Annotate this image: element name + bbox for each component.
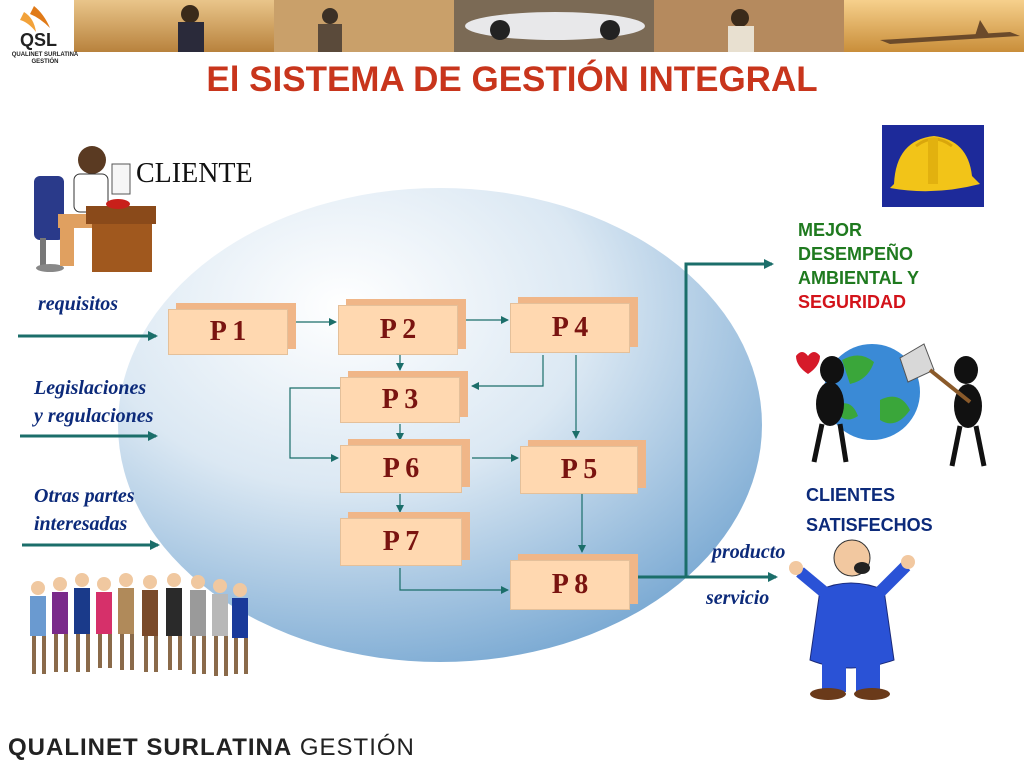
- footer-brand: QUALINET SURLATINA GESTIÓN: [8, 734, 415, 762]
- arrow-loop-p3-p6: [289, 387, 340, 462]
- banner-photos: [0, 0, 1024, 52]
- otras-partes-line2: interesadas: [34, 513, 128, 535]
- process-box-p5: P 5: [520, 446, 638, 494]
- otras-partes-label: Otras partes interesadas: [34, 482, 135, 538]
- phone-client-clipart: [34, 146, 156, 272]
- footer-brand-suffix: GESTIÓN: [299, 734, 415, 761]
- servicio-label: servicio: [706, 587, 770, 609]
- clientes-satisfechos-label: CLIENTES SATISFECHOS: [806, 480, 933, 540]
- footer-brand-bold: QUALINET SURLATINA: [8, 734, 293, 761]
- requisitos-label: requisitos: [38, 293, 119, 315]
- earth-cleaning-clipart: [796, 343, 987, 467]
- process-box-p1: P 1: [168, 309, 288, 355]
- process-box-p7: P 7: [340, 518, 462, 566]
- process-box-p3: P 3: [340, 377, 460, 423]
- mejor-line2: DESEMPEÑO: [798, 244, 914, 264]
- mejor-line1: MEJOR: [798, 220, 863, 240]
- clientes-line1: CLIENTES: [806, 485, 896, 505]
- footer: [0, 724, 1024, 768]
- process-ellipse: [118, 188, 762, 662]
- process-box-p6: P 6: [340, 445, 462, 493]
- arrow-p4-p3: [471, 355, 544, 390]
- people-group-clipart: [30, 573, 248, 676]
- process-box-p8: P 8: [510, 560, 630, 610]
- producto-label: producto: [712, 541, 786, 563]
- arrow-p7-p8: [399, 568, 509, 594]
- arrow-output-desempeno: [684, 259, 774, 577]
- header-banner: [0, 0, 1024, 52]
- process-box-p4: P 4: [510, 303, 630, 353]
- legislaciones-line2: y regulaciones: [34, 405, 154, 427]
- clientes-line2: SATISFECHOS: [806, 515, 933, 535]
- mejor-line3: AMBIENTAL Y: [798, 268, 920, 288]
- otras-partes-line1: Otras partes: [34, 485, 135, 507]
- cliente-label: CLIENTE: [136, 158, 253, 189]
- legislaciones-label: Legislaciones y regulaciones: [34, 374, 153, 430]
- process-box-p2: P 2: [338, 305, 458, 355]
- hardhat-icon: [882, 125, 984, 207]
- seguridad-label: SEGURIDAD: [798, 292, 907, 312]
- mejor-desempeno-label: MEJOR DESEMPEÑO AMBIENTAL Y SEGURIDAD: [798, 218, 919, 314]
- logo-text: QSL: [20, 30, 58, 50]
- happy-client-clipart: [789, 539, 915, 700]
- qsl-logo: QSL QUALINET SURLATINA GESTIÓN: [6, 2, 80, 72]
- legislaciones-line1: Legislaciones: [34, 377, 147, 399]
- page-title: El SISTEMA DE GESTIÓN INTEGRAL: [206, 60, 818, 99]
- logo-subtext: QUALINET SURLATINA GESTIÓN: [11, 52, 79, 65]
